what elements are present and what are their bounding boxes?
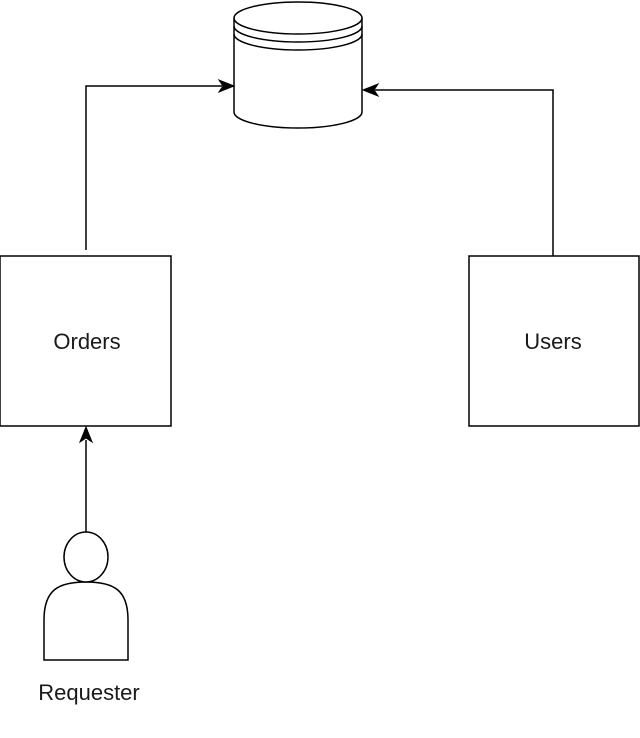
database-ring-1 [233,25,363,43]
database-cylinder-body [233,18,363,129]
database-cylinder-top [233,1,363,35]
edge-orders-database-line [85,85,222,250]
arrowhead-up-icon [78,425,94,444]
orders-box [0,255,172,427]
arrowhead-left-icon [361,82,380,98]
users-label: Users [524,329,581,354]
requester-label: Requester [38,680,140,705]
requester-body [43,581,129,661]
requester-head [63,531,109,583]
edge-requester-to-orders [78,425,94,532]
edge-orders-to-database [85,78,236,250]
users-node[interactable]: Users [468,255,640,427]
database-node[interactable] [233,1,363,129]
orders-label: Orders [53,329,120,354]
database-ring-2 [233,33,363,51]
edge-users-database-line [375,89,554,256]
requester-node[interactable]: Requester [38,531,140,705]
orders-node[interactable]: Orders [0,255,172,427]
edge-users-to-database [361,82,554,256]
users-box [468,255,640,427]
arrowhead-right-icon [217,78,236,94]
